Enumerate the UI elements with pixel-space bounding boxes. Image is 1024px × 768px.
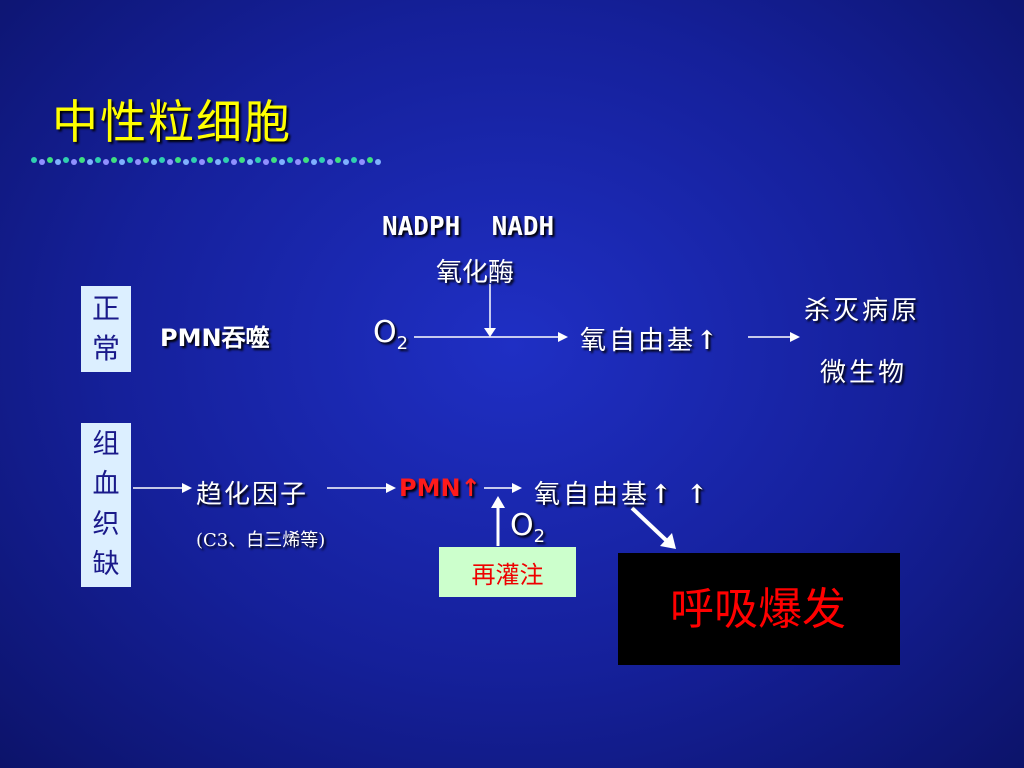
enzyme-cofactors: NADPH NADH bbox=[382, 212, 555, 242]
divider-dot bbox=[327, 159, 333, 165]
divider-dot bbox=[143, 157, 149, 163]
divider-dot bbox=[303, 157, 309, 163]
divider-dot bbox=[311, 159, 317, 165]
divider-dot bbox=[367, 157, 373, 163]
radical-to-burst-arrow-head bbox=[660, 533, 676, 549]
kill-pathogen-line2: 微生物 bbox=[820, 358, 908, 388]
divider-dot bbox=[247, 159, 253, 165]
ischemia-label: 组血织缺 bbox=[92, 429, 120, 580]
divider-dot bbox=[207, 157, 213, 163]
normal-radical: 氧自由基↑ bbox=[580, 320, 721, 357]
divider-dot bbox=[199, 159, 205, 165]
o2-up-arrow-head bbox=[491, 496, 505, 508]
divider-dot bbox=[167, 159, 173, 165]
ischemia-pmn: PMN↑ bbox=[399, 474, 481, 502]
divider-dot bbox=[95, 157, 101, 163]
divider-dot bbox=[351, 157, 357, 163]
divider-dot bbox=[239, 157, 245, 163]
up-arrow-icon: ↑ bbox=[696, 326, 721, 356]
chemotactic-note: (C3、白三烯等) bbox=[196, 530, 326, 551]
ischemia-pmn-label: PMN bbox=[399, 474, 461, 502]
normal-o2: O2 bbox=[373, 315, 408, 354]
normal-label: 正常 bbox=[91, 292, 120, 365]
up-arrow-icon: ↑ bbox=[460, 474, 481, 502]
page-title: 中性粒细胞 bbox=[52, 95, 292, 149]
reperfusion-label: 再灌注 bbox=[471, 560, 544, 589]
radical-to-kill-arrow-head bbox=[790, 332, 800, 342]
normal-o2-subscript: 2 bbox=[396, 333, 409, 354]
normal-radical-label: 氧自由基 bbox=[580, 326, 697, 356]
divider-dot bbox=[271, 157, 277, 163]
divider-dot bbox=[231, 159, 237, 165]
divider-dot bbox=[255, 157, 261, 163]
ischemia-radical-label: 氧自由基 bbox=[534, 480, 651, 510]
kill-pathogen-line1: 杀灭病原 bbox=[804, 296, 921, 326]
radical-to-burst-arrow-icon bbox=[630, 506, 670, 544]
enzyme-name: 氧化酶 bbox=[436, 258, 515, 288]
divider-dot bbox=[279, 159, 285, 165]
divider-dot bbox=[135, 159, 141, 165]
divider-dot bbox=[359, 159, 365, 165]
up-arrow-icon: ↑ bbox=[650, 480, 675, 510]
normal-o2-symbol: O bbox=[373, 315, 397, 350]
ischemia-o2-symbol: O bbox=[510, 508, 534, 543]
divider-dot bbox=[223, 157, 229, 163]
ischemia-radical: 氧自由基↑ ↑ bbox=[534, 474, 711, 511]
divider-dot bbox=[335, 157, 341, 163]
divider-dot bbox=[287, 157, 293, 163]
chemotactic-to-pmn-arrow-head bbox=[386, 483, 396, 493]
divider-dot bbox=[151, 159, 157, 165]
pmn-to-radical-arrow-head bbox=[512, 483, 522, 493]
dotted-divider bbox=[31, 157, 381, 165]
ischemia-o2-subscript: 2 bbox=[533, 526, 546, 547]
divider-dot bbox=[103, 159, 109, 165]
divider-dot bbox=[263, 159, 269, 165]
divider-dot bbox=[39, 159, 45, 165]
reperfusion-box: 再灌注 bbox=[439, 547, 576, 597]
divider-dot bbox=[79, 157, 85, 163]
divider-dot bbox=[47, 157, 53, 163]
normal-label-box: 正常 bbox=[81, 286, 131, 372]
divider-dot bbox=[71, 159, 77, 165]
respiratory-burst-label: 呼吸爆发 bbox=[670, 584, 846, 635]
divider-dot bbox=[183, 159, 189, 165]
divider-dot bbox=[87, 159, 93, 165]
divider-dot bbox=[31, 157, 37, 163]
divider-dot bbox=[127, 157, 133, 163]
enzyme-down-arrow-head bbox=[484, 328, 496, 337]
o2-to-radical-arrow-head bbox=[558, 332, 568, 342]
ischemia-label-box: 组血织缺 bbox=[81, 423, 131, 587]
divider-dot bbox=[175, 157, 181, 163]
divider-dot bbox=[111, 157, 117, 163]
chemotactic-factor: 趋化因子 bbox=[196, 480, 309, 510]
divider-dot bbox=[343, 159, 349, 165]
divider-dot bbox=[319, 157, 325, 163]
ischemia-o2: O2 bbox=[510, 508, 545, 547]
respiratory-burst-box bbox=[618, 553, 900, 665]
divider-dot bbox=[295, 159, 301, 165]
pmn-phagocytosis: PMN吞噬 bbox=[160, 324, 270, 352]
divider-dot bbox=[159, 157, 165, 163]
divider-dot bbox=[119, 159, 125, 165]
divider-dot bbox=[375, 159, 381, 165]
divider-dot bbox=[191, 157, 197, 163]
up-arrow-icon: ↑ bbox=[686, 480, 711, 510]
divider-dot bbox=[63, 157, 69, 163]
ischemia-to-chemotactic-arrow-head bbox=[182, 483, 192, 493]
divider-dot bbox=[215, 159, 221, 165]
divider-dot bbox=[55, 159, 61, 165]
